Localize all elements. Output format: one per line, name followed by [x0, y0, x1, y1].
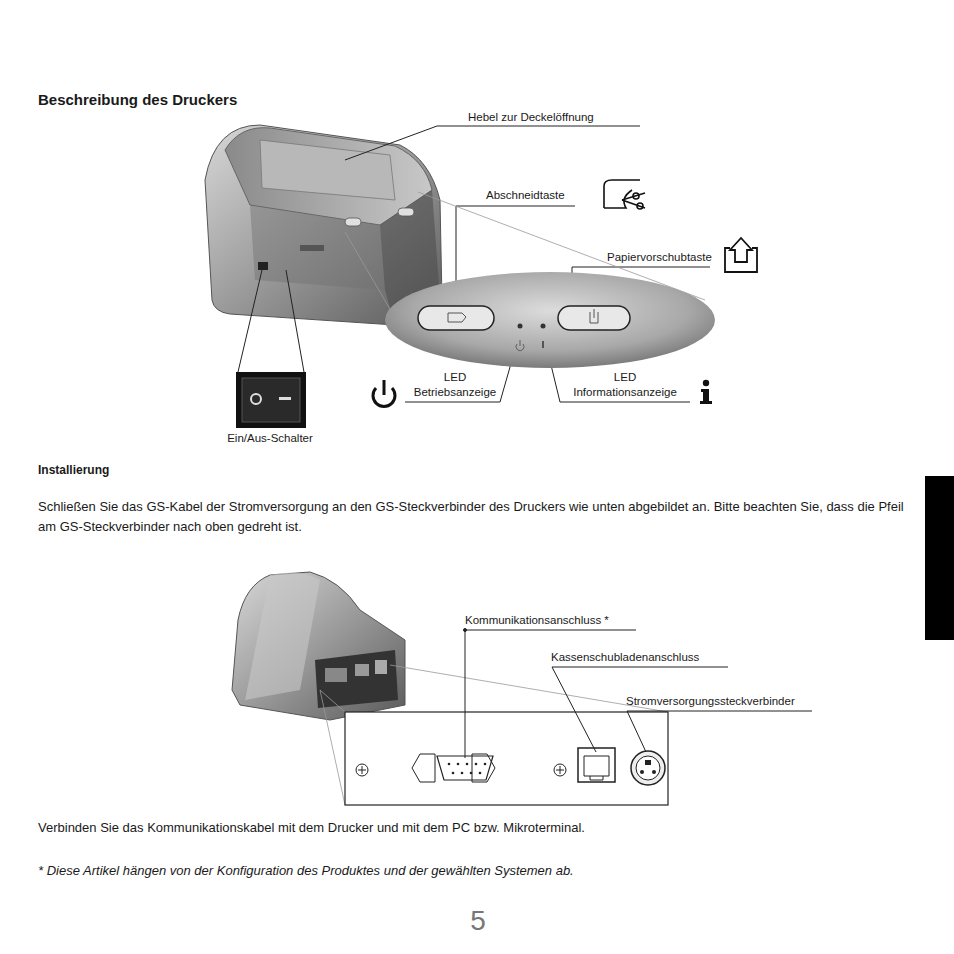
body-text: Verbinden Sie das Kommunikationskabel mi… — [38, 820, 585, 835]
section-tab — [925, 476, 954, 640]
body-text: Schließen Sie das GS-Kabel der Stromvers… — [38, 497, 918, 537]
power-switch — [236, 372, 306, 428]
cut-icon — [604, 180, 645, 209]
part-label: LED Betriebsanzeige — [405, 370, 505, 400]
printer-front — [205, 125, 442, 325]
page-number: 5 — [448, 905, 508, 937]
part-label: Kassenschubladenanschluss — [551, 650, 699, 665]
button-detail — [385, 272, 715, 368]
part-label: Kommunikationsanschluss * — [465, 613, 609, 628]
connector-panel — [345, 712, 668, 805]
section-heading: Installierung — [38, 463, 109, 478]
feed-icon — [725, 238, 757, 272]
part-label: Hebel zur Deckelöffnung — [468, 110, 594, 125]
part-label: Ein/Aus-Schalter — [220, 431, 320, 446]
leader-line — [464, 629, 813, 759]
zoom-line — [320, 665, 668, 805]
part-label: LED Informationsanzeige — [562, 370, 688, 400]
printer-rear — [232, 572, 405, 720]
footnote: * Diese Artikel hängen von der Konfigura… — [38, 863, 574, 878]
info-icon — [700, 380, 712, 404]
page-title: Beschreibung des Druckers — [38, 92, 237, 107]
part-label: Papiervorschubtaste — [607, 250, 712, 265]
part-label: Abschneidtaste — [486, 188, 565, 203]
power-icon — [373, 380, 395, 407]
part-label: Stromversorgungssteckverbinder — [626, 694, 795, 709]
